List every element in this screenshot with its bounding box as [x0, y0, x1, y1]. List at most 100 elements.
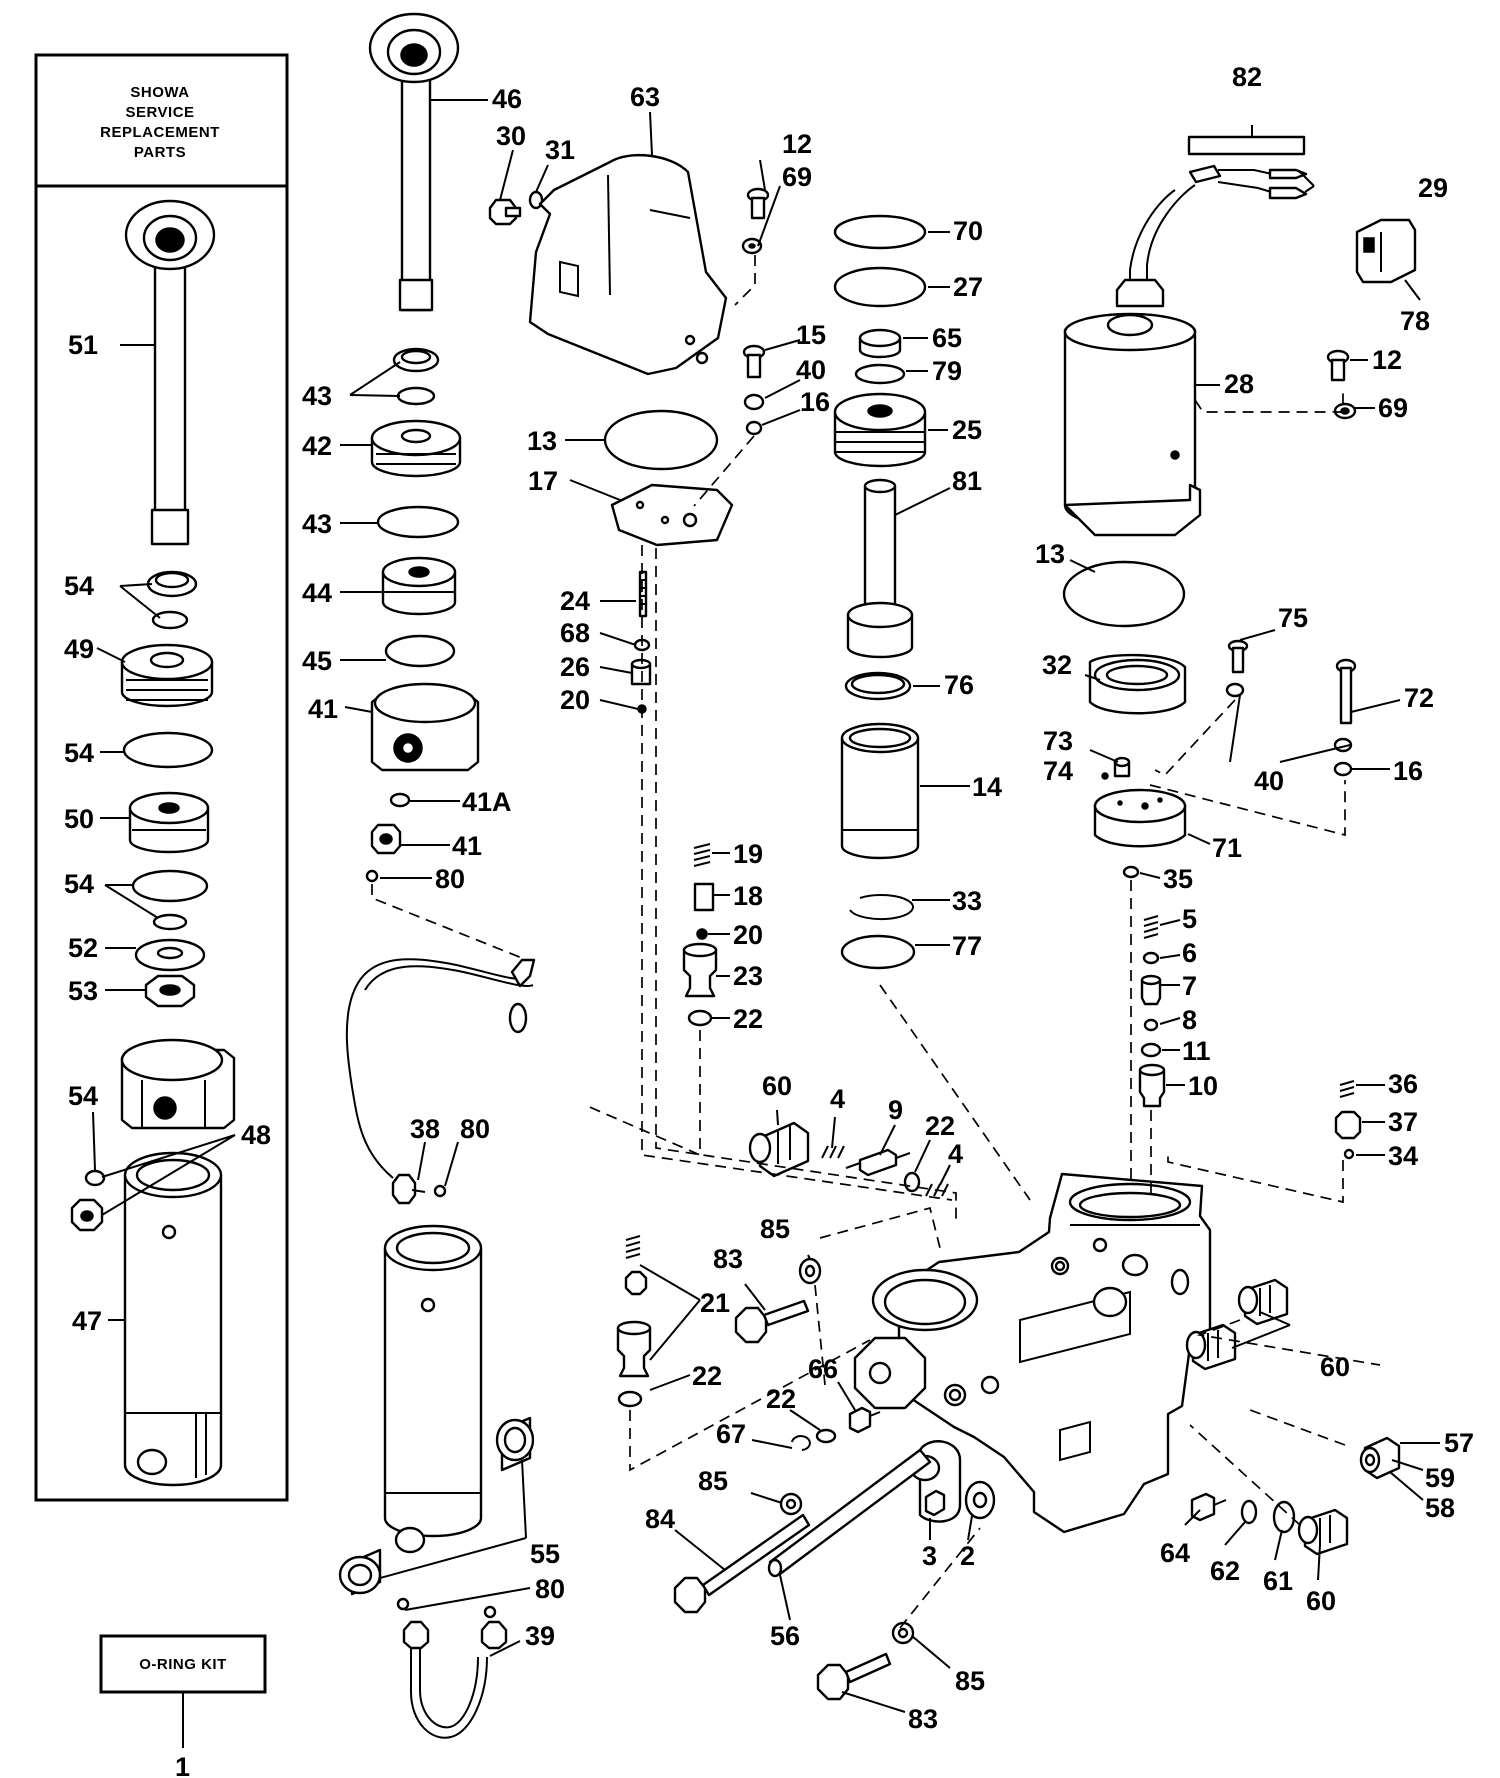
part-30-bolt [488, 198, 522, 226]
part-36-spring [1339, 1080, 1355, 1098]
part-40-washer-a [743, 393, 765, 411]
callout-45: 45 [302, 646, 332, 676]
callout-47: 47 [72, 1306, 102, 1336]
callout-54c: 54 [64, 869, 94, 899]
part-43-seal [392, 347, 440, 406]
callout-numbers: 46 30 31 63 12 69 82 29 78 70 27 65 79 2… [64, 62, 1474, 1734]
part-10-fitting [1138, 1063, 1166, 1108]
callout-10: 10 [1188, 1071, 1218, 1101]
part-37-nut [1334, 1110, 1362, 1140]
callout-40b: 40 [1254, 766, 1284, 796]
part-7-valve [1140, 974, 1162, 1006]
callout-52: 52 [68, 933, 98, 963]
callout-18: 18 [733, 881, 763, 911]
callout-46: 46 [492, 84, 522, 114]
callout-81: 81 [952, 466, 982, 496]
service-box-line-4: PARTS [134, 144, 186, 161]
part-5-spring [1143, 915, 1159, 939]
callout-55: 55 [530, 1539, 560, 1569]
part-82-sleeve [1187, 135, 1306, 156]
callout-1: 1 [175, 1752, 190, 1778]
part-12-screw-b [1326, 349, 1350, 382]
part-77-oring [840, 934, 916, 970]
callout-13b: 13 [1035, 539, 1065, 569]
part-63-motor-cover [528, 153, 728, 376]
part-80-oring-c [396, 1597, 410, 1611]
part-85-washer-a [798, 1257, 822, 1285]
callout-66: 66 [808, 1354, 838, 1384]
callout-7: 7 [1182, 971, 1197, 1001]
part-44-piston [381, 556, 457, 616]
part-85-washer-b [779, 1492, 803, 1516]
callout-43b: 43 [302, 509, 332, 539]
callout-68: 68 [560, 618, 590, 648]
callout-37: 37 [1388, 1107, 1418, 1137]
callout-24: 24 [560, 586, 590, 616]
callout-22a: 22 [733, 1004, 763, 1034]
part-75-screw [1227, 639, 1249, 674]
callout-9: 9 [888, 1095, 903, 1125]
part-54-oring-c [131, 869, 209, 903]
callout-72: 72 [1404, 683, 1434, 713]
callout-79: 79 [932, 356, 962, 386]
part-11-oring [1140, 1042, 1162, 1058]
callout-54d: 54 [68, 1081, 98, 1111]
part-13-oring-b [1062, 560, 1186, 628]
oring-kit-label: O-RING KIT [139, 1656, 227, 1673]
part-29-wires [1217, 168, 1308, 200]
callout-28: 28 [1224, 369, 1254, 399]
callout-34: 34 [1388, 1141, 1418, 1171]
part-79-oring [854, 363, 906, 385]
callout-12a: 12 [782, 129, 812, 159]
part-81-piston-rod [846, 478, 914, 659]
part-76-ring [844, 671, 912, 701]
part-20-ball-b [696, 928, 708, 940]
callout-21: 21 [700, 1288, 730, 1318]
part-65-seal [858, 328, 902, 359]
callout-85c: 85 [955, 1666, 985, 1696]
callout-14: 14 [972, 772, 1002, 802]
part-32-coupler [1088, 653, 1187, 715]
part-33-snap-ring [849, 894, 915, 921]
part-2-bushing [964, 1480, 996, 1520]
callout-25: 25 [952, 415, 982, 445]
callout-38: 38 [410, 1114, 440, 1144]
part-54-seal-top [146, 570, 198, 630]
callout-75: 75 [1278, 603, 1308, 633]
part-64-fitting [1190, 1492, 1227, 1522]
part-16-washer-b [1333, 761, 1353, 777]
callout-32: 32 [1042, 650, 1072, 680]
part-80-oring-a [365, 869, 379, 883]
part-22-oring-d [815, 1428, 837, 1444]
service-box-line-2: SERVICE [125, 104, 194, 121]
callout-41A: 41A [462, 787, 512, 817]
part-22-oring-a [687, 1009, 713, 1027]
callout-64: 64 [1160, 1538, 1190, 1568]
part-28-motor [1063, 164, 1222, 537]
part-47-cylinder [123, 1151, 223, 1487]
part-34-ball [1343, 1148, 1355, 1160]
callout-48: 48 [241, 1120, 271, 1150]
callout-17: 17 [528, 466, 558, 496]
part-83-bolt-a [734, 1299, 810, 1344]
part-27-oring [833, 266, 927, 308]
callout-85a: 85 [760, 1214, 790, 1244]
callout-71: 71 [1212, 833, 1242, 863]
part-66-fitting [848, 1406, 881, 1434]
callout-43a: 43 [302, 381, 332, 411]
callout-65: 65 [932, 323, 962, 353]
callout-42: 42 [302, 431, 332, 461]
assembly-dashed-lines [371, 255, 1381, 1629]
callout-57: 57 [1444, 1428, 1474, 1458]
callout-29: 29 [1418, 173, 1448, 203]
part-49-cap [120, 643, 214, 708]
part-38-hydraulic-line [345, 958, 536, 1205]
callout-80a: 80 [435, 864, 465, 894]
callout-6: 6 [1182, 938, 1197, 968]
part-13-oring-a [603, 409, 719, 471]
callout-82: 82 [1232, 62, 1262, 92]
callout-58: 58 [1425, 1493, 1455, 1523]
part-69-washer-b [1333, 402, 1357, 420]
part-39-tube [402, 1620, 508, 1739]
callout-50: 50 [64, 804, 94, 834]
